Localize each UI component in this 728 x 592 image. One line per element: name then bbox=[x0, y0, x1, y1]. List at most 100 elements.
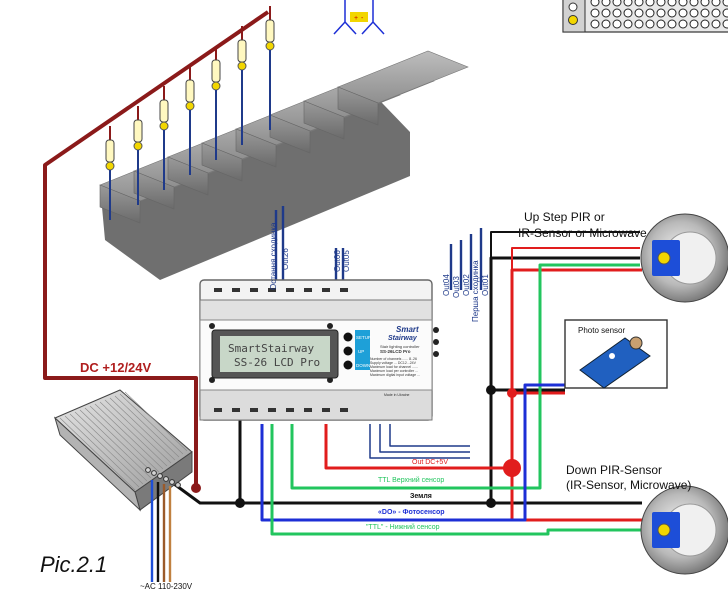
matrix-dot bbox=[590, 0, 600, 7]
matrix-dot bbox=[601, 0, 611, 7]
matrix-dot bbox=[667, 0, 677, 7]
psu-vent bbox=[109, 397, 176, 461]
psu-vent bbox=[99, 401, 168, 467]
setup-label: SETUP bbox=[356, 335, 371, 340]
matrix-dot bbox=[590, 19, 600, 29]
matrix-dot bbox=[722, 0, 728, 7]
screw-icon bbox=[209, 323, 215, 329]
terminal-top bbox=[322, 288, 330, 292]
controller: SmartStairway SS-26 LCD Pro SETUP UP DOW… bbox=[199, 279, 439, 421]
brand-stairway: Stairway bbox=[388, 335, 418, 342]
matrix-dot bbox=[623, 8, 633, 18]
step-face bbox=[235, 128, 277, 168]
lamp-bulb-icon bbox=[185, 101, 195, 111]
photo-sensor-label: Photo sensor bbox=[578, 326, 625, 335]
psu-vent bbox=[79, 409, 152, 479]
staircase bbox=[99, 50, 469, 280]
up-button[interactable] bbox=[343, 346, 353, 356]
ttl-down-label: "TTL" - Нижний сенсор bbox=[366, 523, 440, 531]
up-sensor-title: Up Step PIR or bbox=[524, 210, 605, 224]
psu-terminal-icon bbox=[151, 470, 157, 476]
lamp-icon bbox=[265, 19, 275, 43]
matrix-dot bbox=[667, 19, 677, 29]
lamp-bulb-icon bbox=[159, 121, 169, 131]
matrix-dot bbox=[700, 0, 710, 7]
lamp-icon bbox=[185, 79, 195, 103]
junctions bbox=[191, 385, 521, 508]
do-label: «DO» - Фотосенсор bbox=[378, 509, 445, 516]
lcd-line2: SS-26 LCD Pro bbox=[234, 356, 320, 369]
matrix-dot bbox=[689, 19, 699, 29]
lamp-icon bbox=[211, 59, 221, 83]
lamp-bulb-icon bbox=[133, 141, 143, 151]
lamp-bulb-icon bbox=[237, 61, 247, 71]
out-dc-label: Out DC+5V bbox=[412, 459, 448, 466]
lamp-bulb-icon bbox=[211, 81, 221, 91]
psu-terminal-icon bbox=[175, 482, 181, 488]
setup-button[interactable] bbox=[343, 332, 353, 342]
matrix-dot bbox=[722, 8, 728, 18]
down-button[interactable] bbox=[343, 360, 353, 370]
matrix-dot bbox=[667, 8, 677, 18]
screw-icon bbox=[327, 323, 333, 329]
step-face bbox=[201, 142, 243, 182]
step-face bbox=[133, 170, 175, 210]
matrix-dot bbox=[590, 8, 600, 18]
dc-power-wire bbox=[43, 10, 270, 488]
step-face bbox=[167, 156, 209, 196]
spec-2: Supply voltage ... DC12...24V bbox=[370, 361, 417, 365]
terminal-bottom bbox=[340, 408, 348, 412]
out06-label: Out06 bbox=[333, 250, 342, 272]
spec-4: Maximum load per controller ... bbox=[370, 369, 418, 373]
matrix-dot bbox=[700, 8, 710, 18]
terminal-bottom bbox=[250, 408, 258, 412]
dc-supply-label: DC +12/24V bbox=[80, 360, 152, 375]
lamp-bulb-icon bbox=[105, 161, 115, 171]
lamp-icon bbox=[133, 119, 143, 143]
ac-input-label: ~AC 110-230V bbox=[140, 582, 193, 591]
lamp-icon bbox=[159, 99, 169, 123]
matrix-dot bbox=[645, 19, 655, 29]
matrix-dot bbox=[656, 8, 666, 18]
matrix-dot bbox=[623, 0, 633, 7]
down-sensor bbox=[640, 485, 728, 575]
output-labels: Остання сходинка Out26 Out06 Out05 Out04… bbox=[269, 222, 490, 322]
matrix-dot bbox=[689, 8, 699, 18]
psu-vent bbox=[74, 411, 148, 482]
led-lamps bbox=[105, 6, 275, 220]
voltage-plus: + bbox=[354, 15, 358, 22]
terminal-bottom bbox=[232, 408, 240, 412]
psu-vent bbox=[69, 413, 144, 485]
controller-desc-1: Stair lighting controller bbox=[380, 344, 420, 349]
sensor-wiring bbox=[169, 231, 642, 536]
out03-label: Out03 bbox=[452, 276, 461, 298]
terminal-bottom bbox=[214, 408, 222, 412]
matrix-dot bbox=[689, 0, 699, 7]
terminal-top bbox=[232, 288, 240, 292]
matrix-dot bbox=[634, 0, 644, 7]
matrix-dot bbox=[656, 0, 666, 7]
terminal-top bbox=[250, 288, 258, 292]
matrix-dot bbox=[612, 8, 622, 18]
psu-vent bbox=[89, 405, 160, 473]
psu-vent bbox=[64, 415, 140, 488]
up-sensor-title-2: IR-Sensor or Microwave bbox=[518, 226, 647, 240]
lcd-line1: SmartStairway bbox=[228, 342, 314, 355]
matrix-dot bbox=[678, 19, 688, 29]
psu-terminal-icon bbox=[145, 467, 151, 473]
first-step-label: Перша сходинка bbox=[471, 260, 480, 322]
terminal-top bbox=[214, 288, 222, 292]
photo-sensor: Photo sensor bbox=[564, 319, 668, 389]
ground-label: Земля bbox=[410, 493, 432, 500]
psu-vent bbox=[84, 407, 156, 476]
matrix-dot bbox=[601, 8, 611, 18]
terminal-bottom bbox=[268, 408, 276, 412]
down-label: DOWN bbox=[356, 363, 370, 368]
voltage-minus: - bbox=[361, 15, 364, 22]
terminal-top bbox=[268, 288, 276, 292]
out02-label: Out02 bbox=[462, 274, 471, 296]
lamp-icon bbox=[237, 39, 247, 63]
matrix-dot bbox=[711, 19, 721, 29]
matrix-dot bbox=[612, 19, 622, 29]
terminal-bottom bbox=[286, 408, 294, 412]
